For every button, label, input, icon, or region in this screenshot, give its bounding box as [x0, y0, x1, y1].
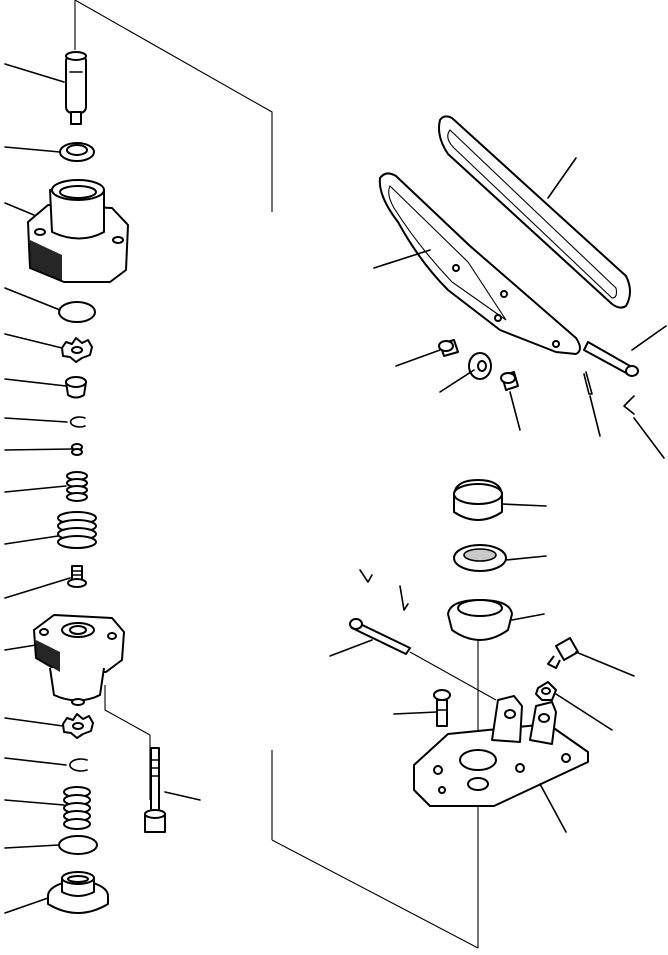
long-bolt-part	[144, 747, 166, 833]
lock-washer-part	[61, 337, 93, 363]
bushing-left-part	[438, 339, 459, 357]
boot-part	[447, 599, 513, 641]
bushing-right-part	[500, 371, 519, 391]
bottom-cover-part	[47, 871, 109, 914]
o-ring-lower-part	[58, 835, 98, 855]
cotter-pin-a-part	[583, 371, 593, 395]
assembly-frame-lines	[74, 0, 479, 949]
cotter-pin-b-part	[623, 395, 635, 415]
cotter-pin-d-part	[399, 585, 409, 611]
lower-lock-washer-part	[62, 713, 94, 739]
snap-ring-lower-part	[69, 758, 88, 772]
seal-ring-part	[59, 142, 95, 162]
set-screw-part	[547, 637, 579, 669]
nut-part	[535, 681, 557, 701]
lower-housing-part	[33, 614, 125, 706]
push-rod-part	[65, 51, 87, 125]
upper-housing-part	[27, 179, 129, 283]
cotter-pin-c-part	[359, 569, 373, 583]
adjust-screw-part	[67, 565, 87, 588]
outer-spring-part	[57, 511, 97, 549]
right-leader-lines	[329, 157, 667, 833]
base-plate-part	[413, 695, 589, 807]
left-leader-lines	[4, 63, 201, 914]
pedal-upper-part	[438, 115, 631, 309]
pedal-lower-part	[378, 172, 581, 355]
retainer-part	[65, 376, 87, 399]
snap-ring-upper-part	[69, 416, 86, 428]
small-washer-part	[71, 443, 83, 456]
inner-spring-part	[66, 471, 88, 502]
lower-spring-part	[63, 786, 91, 830]
o-ring-upper-part	[58, 301, 96, 323]
boot-cap-part	[453, 479, 503, 521]
washer-center-part	[468, 352, 492, 380]
cap-bolt-part	[433, 689, 451, 727]
seal-part	[453, 544, 507, 572]
clevis-pin-part	[349, 618, 411, 655]
pivot-pin-part	[583, 341, 639, 377]
